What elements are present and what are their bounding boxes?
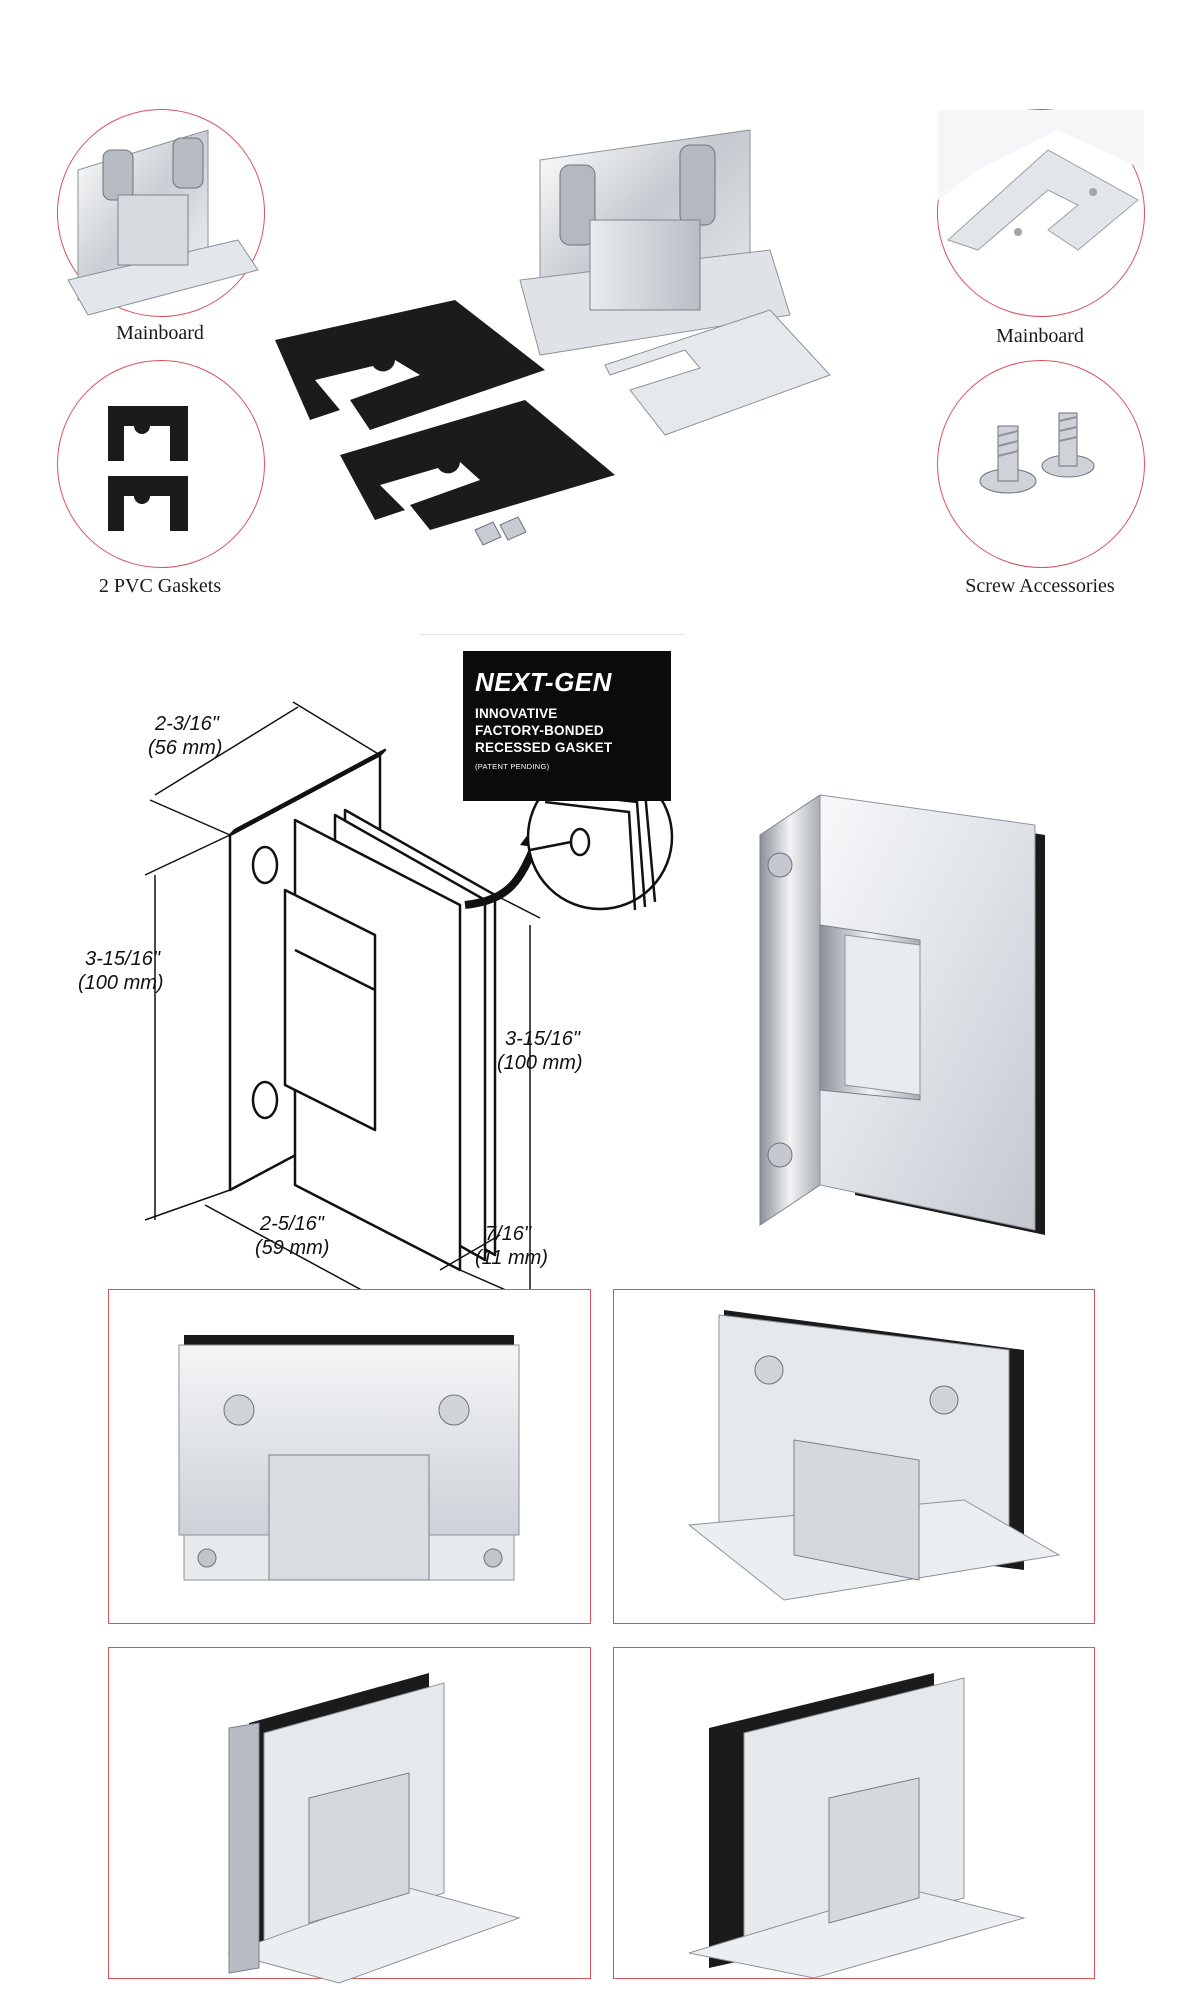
- mainboard-right-thumbnail: [937, 109, 1145, 317]
- gaskets-thumbnail: [57, 360, 265, 568]
- badge-title: NEXT-GEN: [475, 667, 612, 697]
- dim-bottom-width: 2-5/16": [259, 1213, 325, 1235]
- dim-right-height-mm: (100 mm): [497, 1052, 583, 1074]
- next-gen-badge: NEXT-GEN INNOVATIVE FACTORY-BONDED RECES…: [463, 651, 671, 801]
- gaskets-caption: 2 PVC Gaskets: [98, 575, 222, 597]
- product-view-angled-right: [613, 1289, 1095, 1624]
- dim-left-height-mm: (100 mm): [78, 972, 164, 994]
- mainboard-left-thumbnail: [57, 109, 265, 317]
- product-view-angled-side: [613, 1647, 1095, 1979]
- product-view-angled-left: [108, 1647, 591, 1984]
- badge-line-2: FACTORY-BONDED: [475, 723, 604, 738]
- screws-caption: Screw Accessories: [965, 575, 1115, 597]
- dimension-line-drawing: 2-3/16" (56 mm) 3-15/16" (100 mm) 3-15/1…: [78, 701, 583, 1306]
- dim-bottom-width-mm: (59 mm): [255, 1237, 329, 1259]
- dim-thickness-mm: (11 mm): [475, 1247, 548, 1269]
- mainboard-left-caption: Mainboard: [116, 322, 204, 344]
- badge-line-1: INNOVATIVE: [475, 706, 558, 721]
- dim-right-height: 3-15/16": [505, 1028, 581, 1050]
- badge-note: (PATENT PENDING): [475, 762, 550, 771]
- dim-thickness: 7/16": [485, 1223, 532, 1245]
- mainboard-right-caption: Mainboard: [996, 325, 1084, 347]
- dim-left-height: 3-15/16": [85, 948, 161, 970]
- screws-thumbnail: [937, 360, 1145, 568]
- badge-line-3: RECESSED GASKET: [475, 740, 613, 755]
- section-divider: [420, 634, 685, 635]
- dim-top-width: 2-3/16": [154, 713, 220, 735]
- badge-lines: INNOVATIVE FACTORY-BONDED RECESSED GASKE…: [475, 705, 612, 756]
- kit-contents-photo: [275, 129, 831, 546]
- dim-top-width-mm: (56 mm): [148, 737, 222, 759]
- hinge-product-photo: [759, 794, 1045, 1235]
- product-view-front: [108, 1289, 591, 1624]
